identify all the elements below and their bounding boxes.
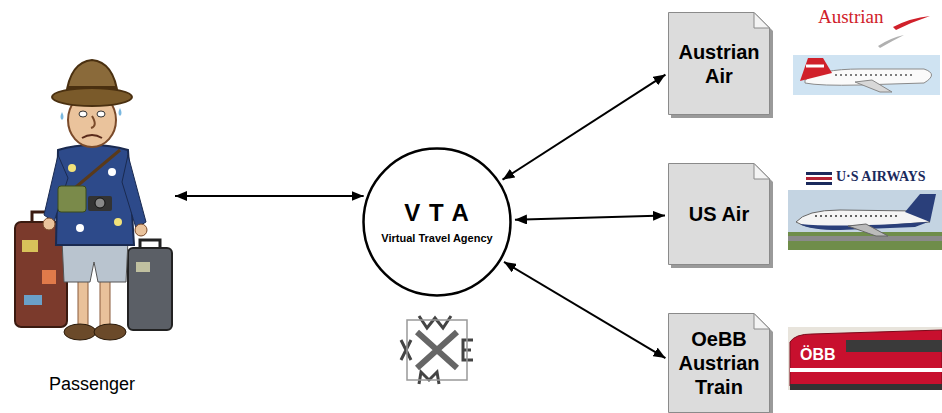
- runway: [788, 236, 942, 241]
- eye: [79, 111, 87, 117]
- sticker: [42, 270, 56, 284]
- logo-stripe: [806, 172, 832, 175]
- sky: [793, 55, 940, 95]
- mouth: [82, 135, 102, 138]
- airline-logo-text: U·S AIRWAYS: [836, 169, 926, 185]
- sticker: [136, 262, 150, 272]
- bag: [58, 186, 86, 212]
- shorts: [62, 240, 128, 282]
- suitcase-handle: [140, 240, 160, 248]
- node-title: V T A: [372, 199, 502, 228]
- node-title: Passenger: [16, 374, 168, 396]
- tail-stripe: [806, 65, 824, 68]
- logo-mark: [401, 340, 411, 360]
- train-body: [790, 330, 942, 386]
- sweat-drop: [61, 112, 64, 120]
- windows: [835, 74, 915, 76]
- document-outline: [668, 12, 770, 115]
- camera: [88, 196, 112, 211]
- shirt-flower: [108, 168, 116, 176]
- hand: [135, 224, 147, 236]
- leg: [78, 275, 88, 327]
- windows: [815, 215, 900, 217]
- arm: [122, 155, 146, 228]
- shirt: [56, 145, 134, 245]
- hat-brim: [52, 88, 132, 106]
- circle-shape: [364, 149, 511, 296]
- leg: [100, 275, 110, 327]
- rail-logo-text: ÖBB: [800, 346, 836, 364]
- nose: [91, 116, 95, 128]
- sticker: [22, 240, 38, 252]
- wing: [855, 80, 892, 92]
- shirt-flower: [114, 218, 122, 226]
- logo-cross: [417, 332, 457, 368]
- node-subtitle: Virtual Travel Agency: [372, 232, 502, 245]
- tail: [800, 58, 832, 81]
- obb-train-photo: [788, 327, 942, 390]
- document-fold: [754, 13, 770, 29]
- background: [788, 327, 942, 390]
- sweat-drop: [119, 108, 122, 116]
- document-shape: [669, 314, 770, 413]
- logo-swoosh: [878, 35, 904, 48]
- grass: [788, 232, 942, 250]
- wing: [848, 224, 888, 236]
- hand: [43, 218, 55, 230]
- logo-mark: [419, 316, 451, 328]
- logo-frame: [407, 320, 467, 380]
- shirt-flower: [76, 224, 84, 232]
- austrian-logo: [878, 16, 930, 48]
- camera-lens: [95, 198, 105, 208]
- suitcase: [128, 248, 172, 330]
- document-shape: [669, 164, 770, 265]
- ws-logo: [401, 316, 473, 384]
- document-fold: [754, 164, 770, 180]
- service-document: US Air: [668, 163, 770, 265]
- double-arrow: [503, 75, 666, 180]
- tail: [905, 194, 936, 222]
- service-document: Austrian Air: [668, 12, 770, 115]
- logo-stripe: [806, 182, 832, 185]
- sticker: [24, 295, 42, 305]
- logo-stripe: [806, 177, 832, 180]
- node-title: US Air: [674, 202, 764, 226]
- logo-mark: [419, 372, 439, 384]
- node-title: OeBB Austrian Train: [674, 327, 764, 399]
- eye: [97, 111, 105, 117]
- shirt-flower: [68, 164, 76, 172]
- agency-circle: V T A Virtual Travel Agency: [362, 147, 512, 297]
- double-arrow: [504, 262, 665, 358]
- passenger-figure: [15, 60, 172, 340]
- double-arrow: [175, 195, 364, 197]
- node-title: Austrian Air: [674, 40, 764, 88]
- logo-swoosh: [893, 16, 930, 30]
- shoe: [64, 324, 96, 340]
- document-fold: [754, 314, 770, 330]
- logo-mark: [463, 340, 473, 360]
- window-band: [846, 340, 942, 352]
- austrian-plane-photo: [793, 55, 940, 95]
- document-shape: [669, 13, 770, 115]
- airline-logo-text: Austrian: [818, 6, 883, 28]
- us-plane-photo: [788, 190, 942, 250]
- shoe: [94, 324, 126, 340]
- undercarriage: [790, 384, 942, 390]
- us-airways-logo: [806, 172, 832, 185]
- service-document: OeBB Austrian Train: [668, 313, 770, 413]
- train-stripe: [790, 368, 942, 372]
- double-arrow: [515, 216, 665, 220]
- passenger-node: Passenger: [12, 0, 172, 400]
- sky: [788, 190, 942, 250]
